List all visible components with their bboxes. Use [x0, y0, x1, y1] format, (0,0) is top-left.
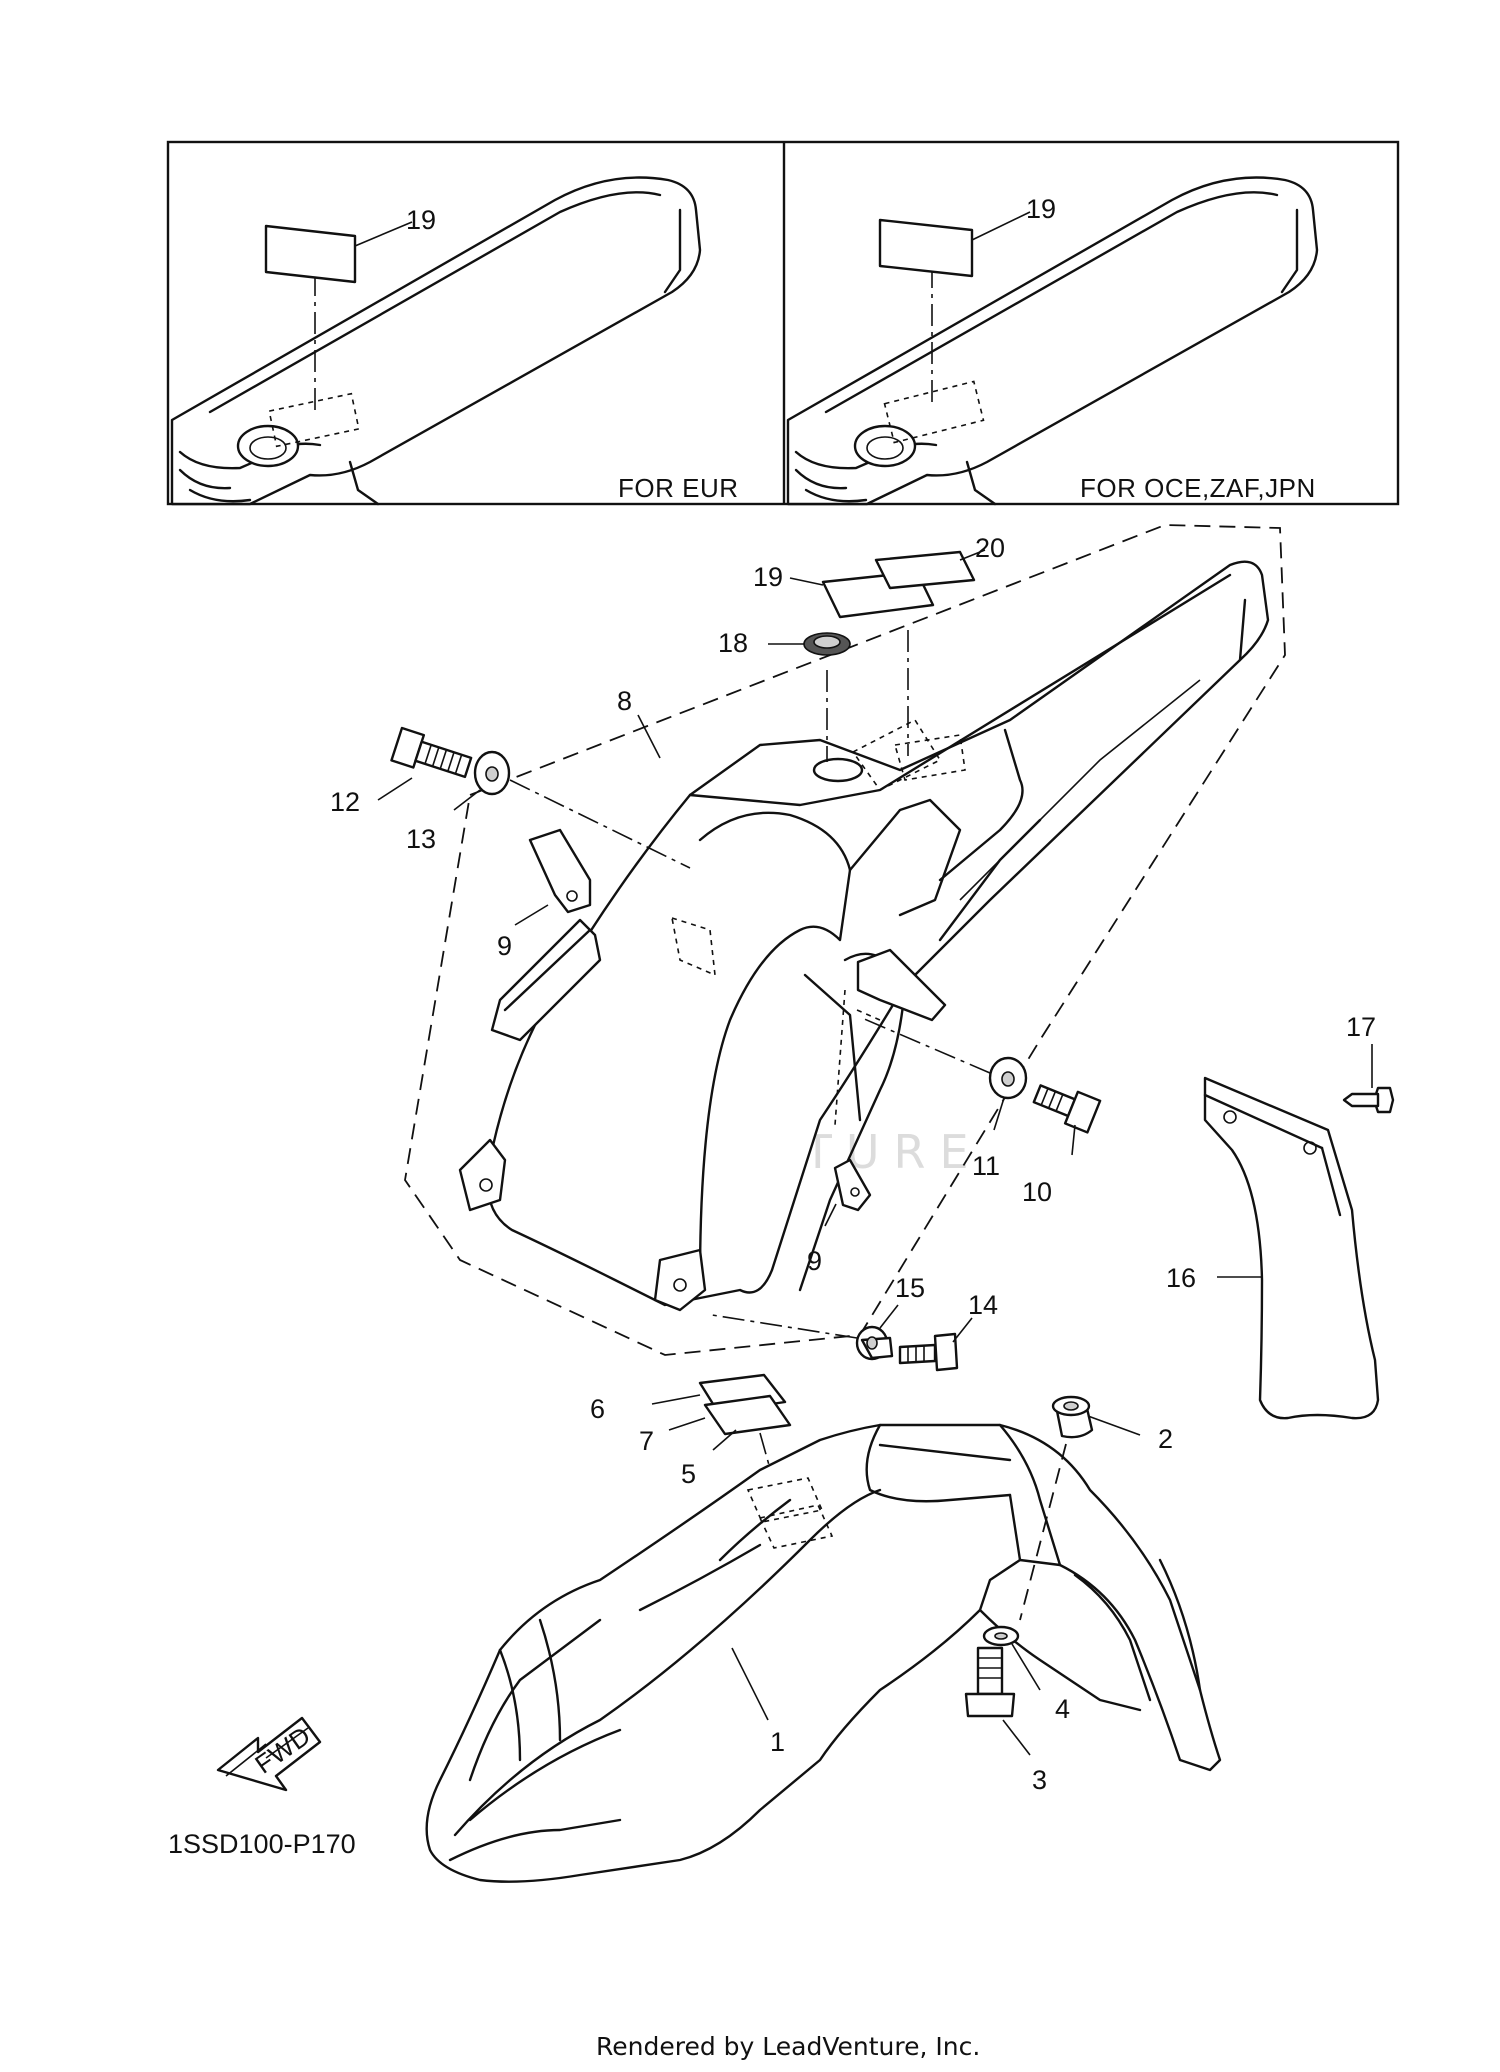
callout-line-15	[879, 1304, 899, 1329]
callout-3: 3	[1032, 1765, 1047, 1795]
mud-flap-16	[1203, 1076, 1380, 1420]
callout-line-11	[993, 1097, 1005, 1131]
fender-side-mount	[856, 948, 947, 1022]
label-20	[874, 550, 976, 590]
grommet-hole	[812, 757, 864, 783]
callout-line-2	[1087, 1415, 1141, 1436]
callout-11: 11	[972, 1151, 1000, 1181]
callout-line-19-right	[971, 211, 1031, 241]
screw-17	[1342, 1086, 1395, 1114]
callout-7: 7	[639, 1426, 654, 1456]
fender-tab-bottom	[653, 1248, 707, 1312]
callout-13: 13	[406, 824, 436, 854]
seat-drawing-right	[786, 176, 1319, 506]
front-fender-1	[425, 1423, 1222, 1883]
callout-line-4	[1011, 1643, 1041, 1691]
callout-10: 10	[1022, 1177, 1052, 1207]
callout-line-7	[668, 1417, 706, 1431]
assembly-outline-8	[404, 524, 1286, 1356]
bolt-14	[898, 1332, 959, 1372]
callout-19-left: 19	[406, 205, 436, 235]
grommet-2	[1051, 1395, 1094, 1439]
callout-19-main: 19	[753, 562, 783, 592]
bolt-12	[390, 726, 473, 779]
label-19-right	[878, 218, 974, 278]
callout-20: 20	[975, 533, 1005, 563]
label-19-left	[264, 224, 357, 284]
callout-line-3	[1002, 1719, 1031, 1756]
leader-15	[711, 1314, 858, 1339]
callout-17: 17	[1346, 1012, 1376, 1042]
label-7	[703, 1394, 792, 1436]
callout-2: 2	[1158, 1424, 1173, 1454]
callout-12: 12	[330, 787, 360, 817]
diagram-code: 1SSD100-P170	[168, 1829, 356, 1859]
bolt-10	[1032, 1084, 1102, 1134]
side-flap	[490, 918, 602, 1042]
fwd-arrow-icon: FWD	[216, 1716, 322, 1792]
callout-line-13	[453, 789, 481, 811]
callout-line-5	[712, 1429, 737, 1451]
fender-tab-left	[458, 1138, 507, 1212]
inset-panels: 19 FOR EUR 19 FOR OCE,ZAF,JPN	[166, 140, 1400, 506]
callout-line-8	[637, 714, 661, 759]
callout-16: 16	[1166, 1263, 1196, 1293]
callout-line-1	[731, 1647, 769, 1721]
label-position-left	[268, 392, 360, 448]
callout-8: 8	[617, 686, 632, 716]
callout-18: 18	[718, 628, 748, 658]
callout-line-9-right	[824, 1203, 837, 1227]
callout-9-right: 9	[807, 1246, 822, 1276]
rear-fender-assembly	[404, 524, 1286, 1356]
leader-13	[509, 779, 691, 869]
callout-line-19-left	[354, 221, 413, 247]
nut-9-right	[833, 1158, 872, 1212]
callout-line-14	[952, 1317, 973, 1343]
callout-line-12	[377, 777, 413, 801]
callout-line-20	[959, 549, 986, 561]
callout-9-left: 9	[497, 931, 512, 961]
collar-15	[855, 1325, 894, 1361]
bolt-3	[964, 1646, 1016, 1718]
panel-label-eur: FOR EUR	[618, 473, 739, 503]
callout-19-right: 19	[1026, 194, 1056, 224]
callout-6: 6	[590, 1394, 605, 1424]
callout-4: 4	[1055, 1694, 1070, 1724]
callout-line-9-left	[514, 904, 549, 926]
callout-1: 1	[770, 1727, 785, 1757]
callout-line-6	[651, 1394, 701, 1405]
callout-15: 15	[895, 1273, 925, 1303]
render-credit: Rendered by LeadVenture, Inc.	[596, 2032, 980, 2061]
callout-line-10	[1071, 1124, 1076, 1156]
nut-9-left	[528, 828, 592, 914]
callout-5: 5	[681, 1459, 696, 1489]
seat-drawing-left	[170, 176, 702, 506]
callout-line-19-main	[789, 577, 824, 586]
leader-11	[861, 1017, 991, 1074]
panel-label-oce: FOR OCE,ZAF,JPN	[1080, 473, 1316, 503]
leader-2-4	[1019, 1443, 1067, 1621]
label-position-right	[883, 380, 985, 444]
callout-14: 14	[968, 1290, 998, 1320]
